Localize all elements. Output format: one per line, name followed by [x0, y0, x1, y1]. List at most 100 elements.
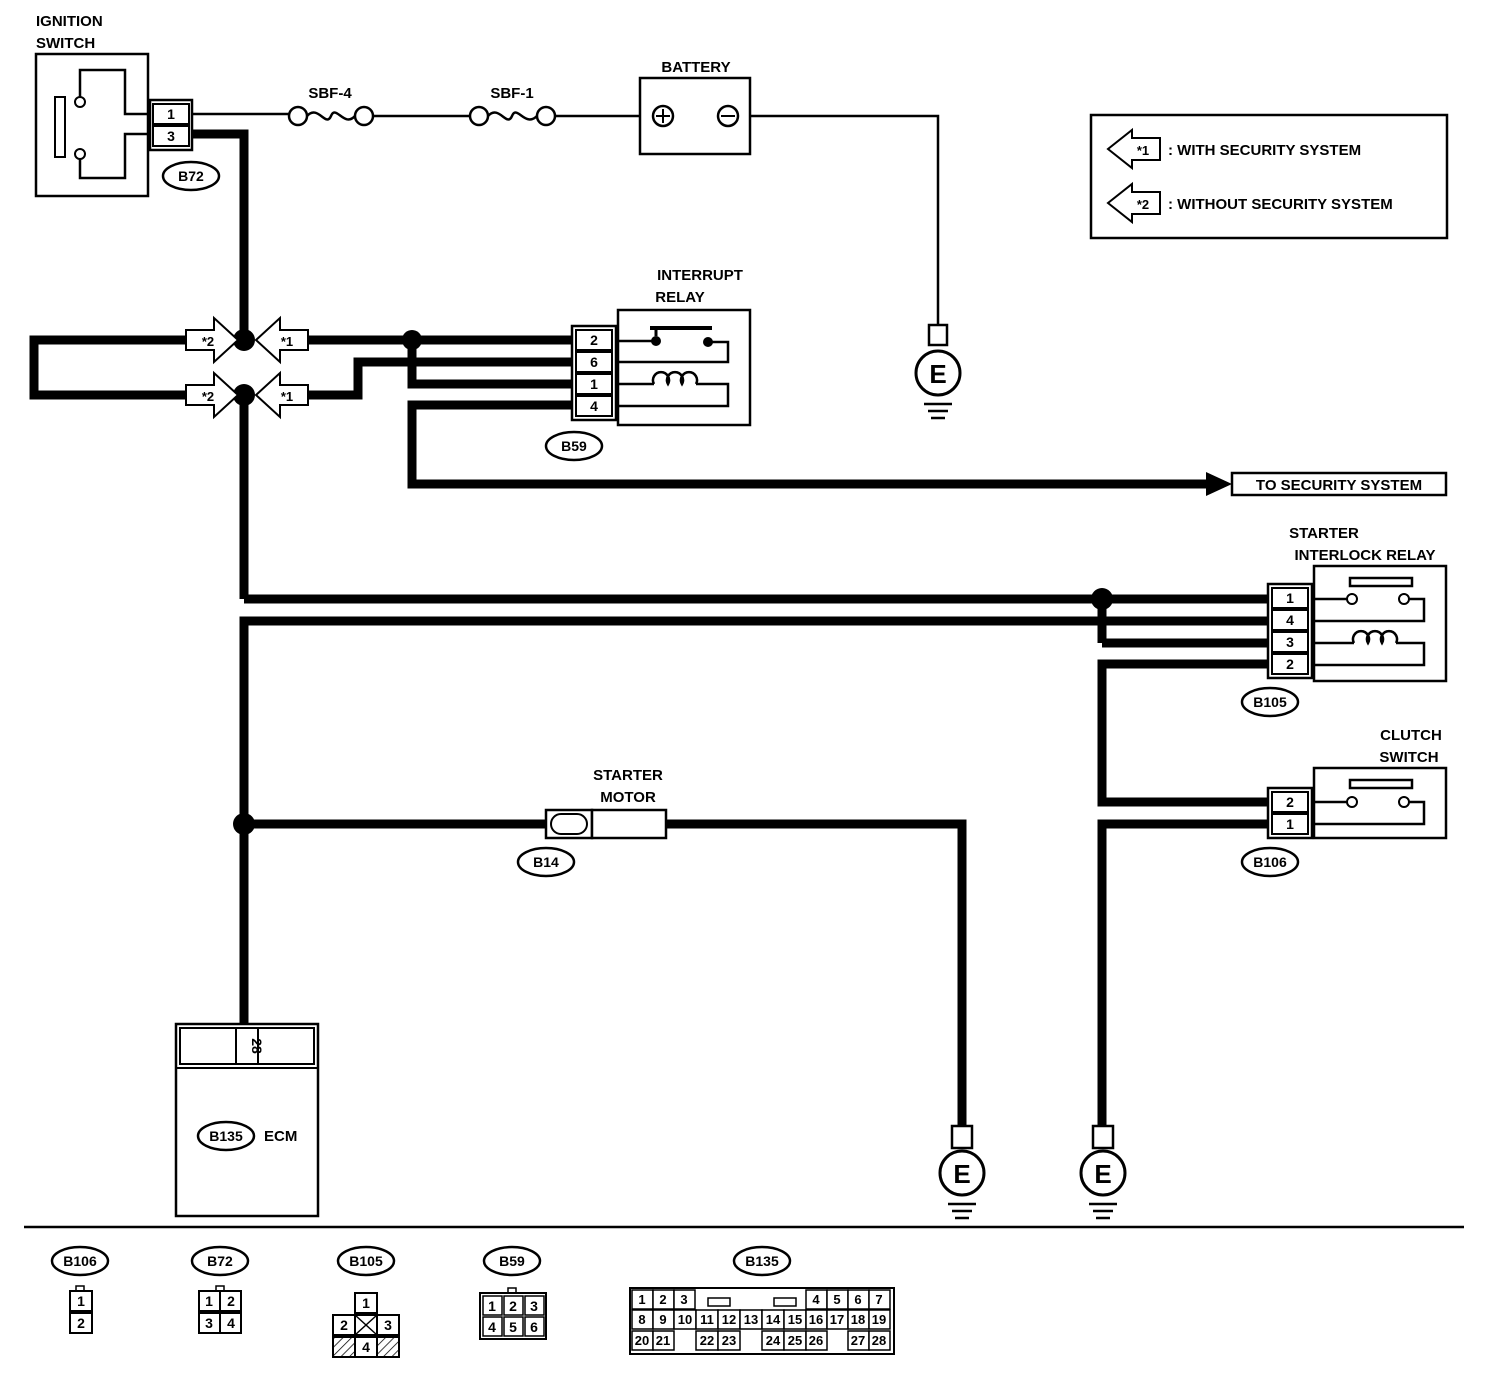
marker-star1-lower: *1 — [254, 370, 309, 420]
svg-text:B105: B105 — [349, 1253, 383, 1269]
starter-motor: STARTER MOTOR B14 — [516, 767, 668, 878]
svg-text:3: 3 — [680, 1292, 687, 1307]
svg-text:1: 1 — [362, 1295, 370, 1311]
connector-tag-b106 — [1240, 846, 1300, 878]
svg-text:2: 2 — [1286, 656, 1294, 672]
svg-text:*1: *1 — [1137, 143, 1149, 158]
svg-text:B106: B106 — [1253, 854, 1287, 870]
legend-item-without-security: *2 : WITHOUT SECURITY SYSTEM — [1106, 181, 1393, 225]
svg-text:2: 2 — [590, 332, 598, 348]
svg-text:*2: *2 — [202, 334, 214, 349]
svg-text:22: 22 — [700, 1333, 714, 1348]
svg-text:INTERLOCK RELAY: INTERLOCK RELAY — [1294, 547, 1435, 564]
fuse-sbf4: SBF-4 — [287, 85, 375, 127]
fuse-sbf1: SBF-1 — [468, 85, 557, 127]
svg-text:4: 4 — [590, 398, 598, 414]
svg-text:7: 7 — [875, 1292, 882, 1307]
svg-text:5: 5 — [833, 1292, 840, 1307]
svg-text:11: 11 — [700, 1312, 714, 1327]
security-system-box — [1230, 471, 1448, 497]
connector-view-b105: B105 1 2 3 4 — [332, 1245, 400, 1358]
svg-text:4: 4 — [812, 1292, 820, 1307]
connector-tag-b135 — [196, 1120, 256, 1152]
svg-text:SWITCH: SWITCH — [1379, 749, 1438, 766]
svg-text:6: 6 — [854, 1292, 861, 1307]
clutch-switch: CLUTCH SWITCH 2 1 B106 — [1240, 727, 1448, 878]
svg-text:2: 2 — [1286, 794, 1294, 810]
starter-interlock-relay: STARTER INTERLOCK RELAY 1 4 3 2 B105 — [1240, 525, 1448, 718]
svg-text:4: 4 — [1286, 612, 1294, 628]
svg-text:28: 28 — [249, 1038, 265, 1054]
svg-text:E: E — [929, 359, 946, 389]
svg-text:*1: *1 — [281, 389, 293, 404]
connector-tag-b105 — [1240, 686, 1300, 718]
svg-text:1: 1 — [167, 106, 175, 122]
legend: *1 : WITH SECURITY SYSTEM *2 : WITHOUT S… — [1089, 113, 1449, 240]
svg-text:21: 21 — [656, 1333, 670, 1348]
svg-text:24: 24 — [766, 1333, 781, 1348]
svg-text:: WITHOUT SECURITY SYSTEM: : WITHOUT SECURITY SYSTEM — [1168, 196, 1393, 213]
svg-text:5: 5 — [509, 1319, 517, 1335]
connector-view-b135: B135 1 2 3 4 5 6 7 8 9 10 11 — [629, 1245, 895, 1355]
svg-text:B59: B59 — [499, 1253, 525, 1269]
svg-text:B72: B72 — [178, 168, 204, 184]
svg-text:BATTERY: BATTERY — [661, 59, 730, 76]
svg-text:3: 3 — [530, 1298, 538, 1314]
svg-text:B106: B106 — [63, 1253, 97, 1269]
svg-text:2: 2 — [340, 1317, 348, 1333]
connector-tag-b14 — [516, 846, 576, 878]
svg-text:13: 13 — [744, 1312, 758, 1327]
svg-text:19: 19 — [872, 1312, 886, 1327]
svg-text:2: 2 — [659, 1292, 666, 1307]
connector-tag-b59 — [544, 430, 604, 462]
svg-text:10: 10 — [678, 1312, 692, 1327]
svg-text:*2: *2 — [202, 389, 214, 404]
marker-star2-lower: *2 — [185, 370, 240, 420]
svg-text:4: 4 — [488, 1319, 496, 1335]
svg-text:3: 3 — [1286, 634, 1294, 650]
svg-text:1: 1 — [1286, 590, 1294, 606]
svg-text:20: 20 — [635, 1333, 649, 1348]
svg-text:6: 6 — [590, 354, 598, 370]
svg-text:B105: B105 — [1253, 694, 1287, 710]
star-markers: *2 *2 *1 *1 — [185, 315, 309, 420]
connector-view-b59: B59 1 2 3 4 5 6 — [479, 1245, 547, 1340]
svg-text:*2: *2 — [1137, 197, 1149, 212]
security-arrow-head — [1206, 472, 1232, 496]
svg-text:25: 25 — [788, 1333, 802, 1348]
svg-text:3: 3 — [167, 128, 175, 144]
svg-text:E: E — [953, 1159, 970, 1189]
svg-text:28: 28 — [872, 1333, 886, 1348]
ignition-switch: IGNITION SWITCH 1 3 B72 — [34, 13, 221, 198]
interrupt-relay: INTERRUPT RELAY 2 6 1 4 B59 — [544, 267, 752, 462]
svg-text:15: 15 — [788, 1312, 802, 1327]
svg-text:17: 17 — [830, 1312, 844, 1327]
svg-text:STARTER: STARTER — [1289, 525, 1359, 542]
svg-text:RELAY: RELAY — [655, 289, 704, 306]
svg-text:SBF-4: SBF-4 — [308, 85, 352, 102]
svg-text:4: 4 — [227, 1315, 235, 1331]
svg-text:18: 18 — [851, 1312, 865, 1327]
svg-text:2: 2 — [77, 1315, 85, 1331]
battery: BATTERY — [638, 59, 752, 156]
svg-text:MOTOR: MOTOR — [600, 789, 656, 806]
thick-wires — [29, 129, 1272, 1128]
svg-text:1: 1 — [77, 1293, 85, 1309]
coil-icon — [1351, 629, 1399, 646]
marker-star2-upper: *2 — [185, 315, 240, 365]
svg-text:1: 1 — [1286, 816, 1294, 832]
svg-text:B59: B59 — [561, 438, 587, 454]
svg-text:12: 12 — [722, 1312, 736, 1327]
svg-text:1: 1 — [590, 376, 598, 392]
svg-text:3: 3 — [205, 1315, 213, 1331]
coil-icon — [651, 370, 699, 387]
svg-text:SBF-1: SBF-1 — [490, 85, 533, 102]
svg-text:B14: B14 — [533, 854, 559, 870]
svg-text:2: 2 — [227, 1293, 235, 1309]
security-system-label: TO SECURITY SYSTEM — [1256, 477, 1422, 494]
connector-view-b72: B72 1 2 3 4 — [190, 1245, 250, 1334]
svg-text:16: 16 — [809, 1312, 823, 1327]
svg-text:8: 8 — [638, 1312, 645, 1327]
svg-text:3: 3 — [384, 1317, 392, 1333]
ground-starter: E — [938, 1124, 986, 1220]
